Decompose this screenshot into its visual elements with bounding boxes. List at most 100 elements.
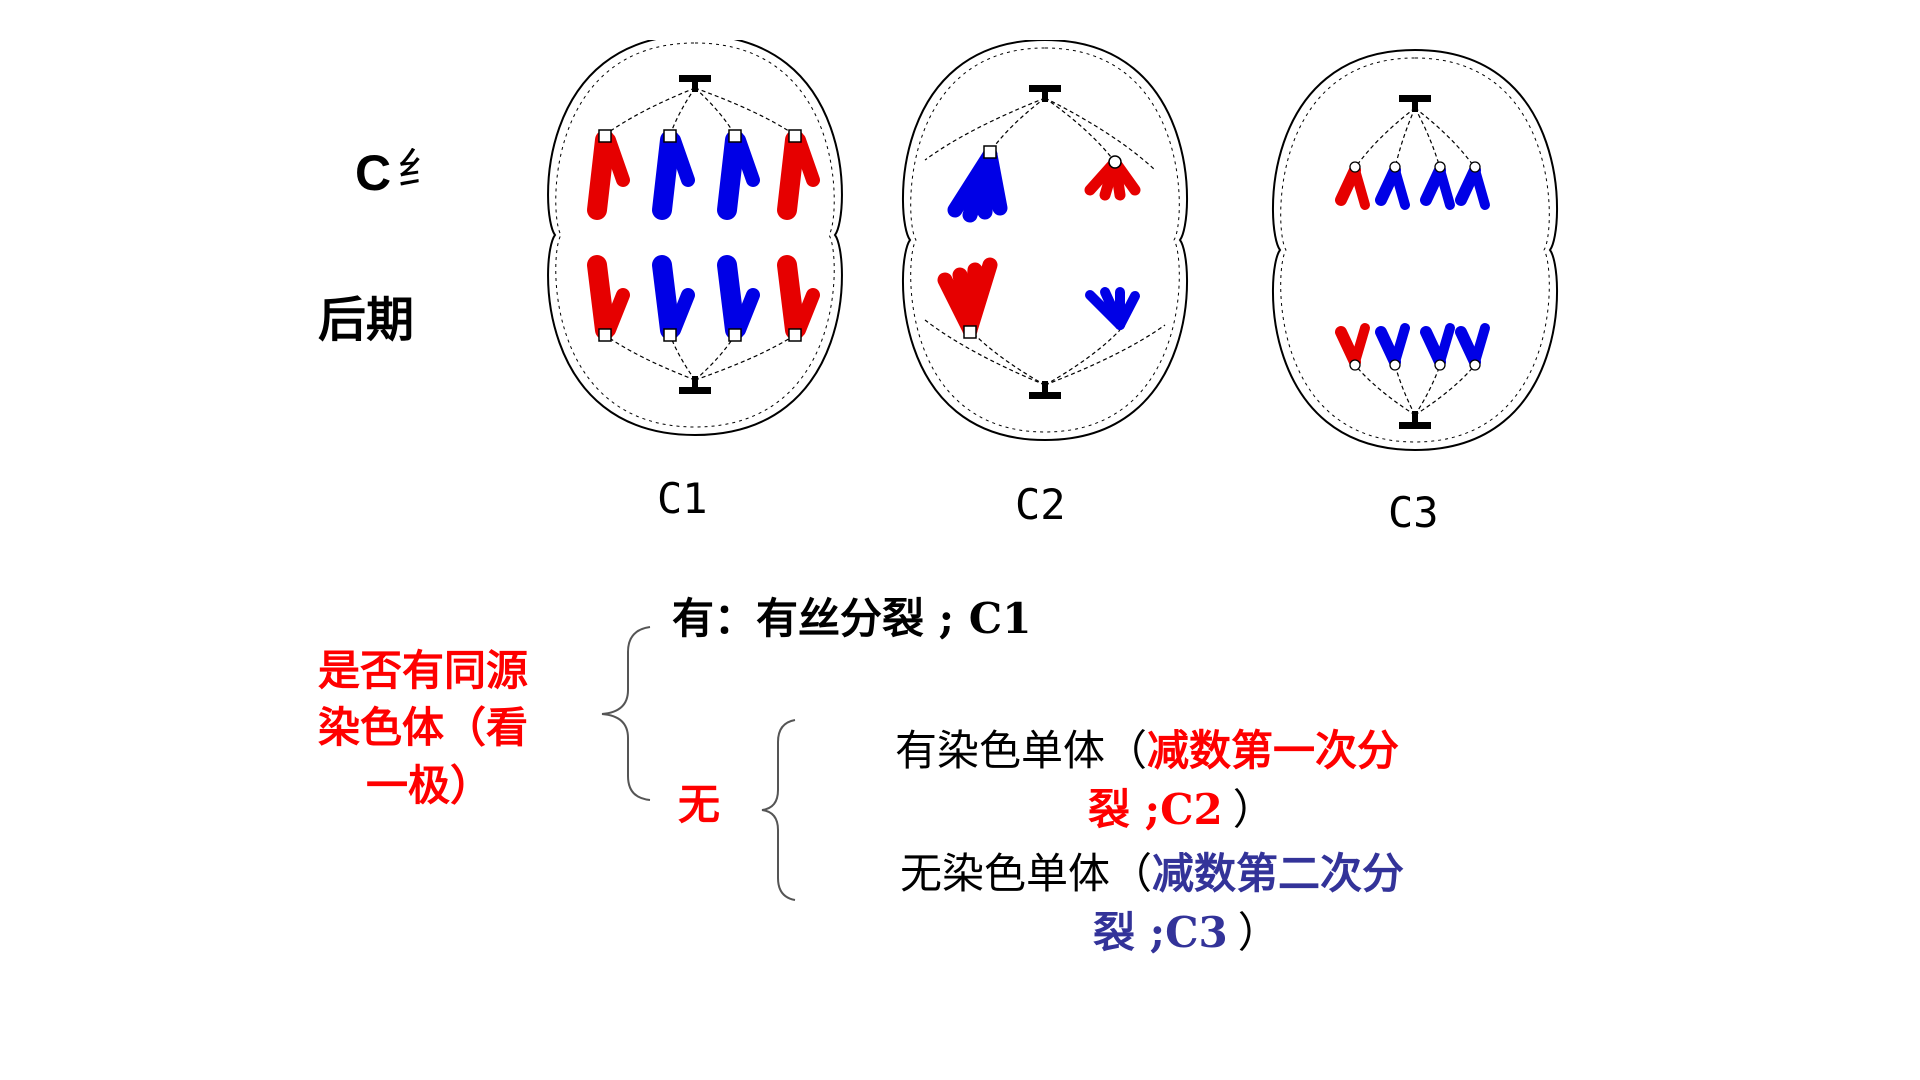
centromere (598, 129, 612, 143)
without-chromatid-line-2: 裂 ;C3） (1093, 912, 1280, 954)
spindle-fiber (604, 87, 696, 136)
centromere (663, 328, 677, 342)
chromosome-arm (652, 255, 680, 340)
chromosome-arm (792, 288, 820, 337)
without-chromatid-line-1: 无染色单体（减数第二次分 (900, 853, 1404, 895)
centriole-bar (1399, 422, 1431, 429)
spindle-fiber (1414, 364, 1476, 416)
centriole-stem (692, 78, 698, 92)
spindle-fiber (1044, 324, 1166, 386)
centromere (1349, 359, 1361, 371)
chromosome-arm (1350, 165, 1370, 210)
centromere (788, 129, 802, 143)
cell-c2 (901, 40, 1189, 442)
cell-division-diagram (547, 40, 1559, 452)
centriole-stem (1042, 381, 1048, 395)
side-label-anaphase: 后期 (318, 292, 415, 348)
with-chromatid-prefix: 有染色单体（ (895, 726, 1148, 775)
chromosome-arm (1470, 165, 1490, 210)
spindle-fiber (1354, 364, 1416, 416)
with-chromatid-close: ） (1232, 785, 1275, 834)
centromere (963, 325, 977, 339)
spindle-fiber (694, 87, 796, 136)
chromosome-arm (667, 288, 695, 337)
yes-line-cell: C1 (968, 594, 1032, 643)
cell-membrane (547, 40, 843, 437)
yes-line-prefix: 有：有丝分裂 (672, 594, 925, 643)
yes-line: 有：有丝分裂 ; C1 (672, 598, 1031, 640)
chromosome-arm (717, 130, 745, 220)
chromosome-arm (652, 130, 680, 220)
chromosome-arm (962, 257, 998, 338)
question-line-3: 一极） (366, 761, 493, 810)
chromosome-arm (982, 147, 1008, 216)
chromosome-arm (777, 130, 805, 220)
chromosome-arm (792, 133, 820, 187)
chromosome-arm (602, 133, 630, 187)
yes-line-sep: ; (924, 594, 969, 643)
chromosome-arm (1390, 165, 1410, 210)
centriole-stem (1042, 88, 1048, 102)
chromosome-arm (717, 255, 745, 340)
chromosome-arm (587, 255, 615, 340)
centromere (598, 328, 612, 342)
centromere (1434, 359, 1446, 371)
with-chromatid-line-2: 裂 ;C2） (1088, 789, 1275, 831)
no-label: 无 (678, 780, 721, 829)
side-label-top-cut: 纟 (397, 148, 422, 192)
chromosome-arm (1390, 323, 1410, 367)
centromere (728, 328, 742, 342)
with-chromatid-detail: 减数第一次分 (1147, 726, 1400, 775)
with-chromatid-line-1: 有染色单体（减数第一次分 (895, 730, 1399, 772)
question-line-2: 染色体（看 (318, 703, 529, 752)
without-chromatid-detail: 减数第二次分 (1152, 849, 1405, 898)
without-chromatid-prefix: 无染色单体（ (900, 849, 1153, 898)
brace-inner (761, 719, 796, 901)
brace-outer (601, 626, 651, 801)
without-chromatid-detail-2: 裂 ;C3 (1093, 908, 1228, 957)
cell-c1 (547, 40, 843, 437)
chromosome-arm (667, 133, 695, 187)
chromosome-arm (1350, 323, 1370, 367)
spindle-fiber (694, 334, 796, 381)
centromere (663, 129, 677, 143)
cell-c3 (1271, 48, 1559, 452)
centriole-stem (1412, 98, 1418, 112)
spindle-fiber (1044, 329, 1121, 386)
spindle-fiber (1044, 97, 1116, 163)
chromosome-arm (1435, 165, 1455, 210)
centromere (983, 145, 997, 159)
spindle-fiber (1414, 107, 1476, 169)
centriole-bar (679, 387, 711, 394)
centriole-bar (1029, 392, 1061, 399)
chromosome-arm (1115, 291, 1140, 330)
centromere (728, 129, 742, 143)
centriole-stem (692, 376, 698, 390)
chromosome-arm (602, 288, 630, 337)
cell-membrane (901, 40, 1189, 442)
chromosome-arm (1470, 323, 1490, 367)
cell-inner-dash (555, 42, 835, 428)
centromere (1389, 161, 1401, 173)
with-chromatid-detail-2: 裂 ;C2 (1088, 785, 1223, 834)
centriole-stem (1412, 411, 1418, 425)
cell-label-c1: C1 (657, 474, 708, 523)
spindle-fiber (1044, 97, 1156, 171)
chromosome-arm (777, 255, 805, 340)
centromere (1469, 161, 1481, 173)
cell-label-c3: C3 (1388, 488, 1439, 537)
spindle-fiber (1354, 107, 1416, 169)
question-line-1: 是否有同源 (318, 646, 529, 695)
centromere (1389, 359, 1401, 371)
spindle-fiber (604, 334, 696, 381)
centromere (1108, 155, 1122, 169)
centromere (1349, 161, 1361, 173)
centromere (788, 328, 802, 342)
cell-label-c2: C2 (1015, 480, 1066, 529)
without-chromatid-close: ） (1237, 908, 1280, 957)
centromere (1434, 161, 1446, 173)
chromosome-arm (587, 130, 615, 220)
chromosome-arm (732, 288, 760, 337)
